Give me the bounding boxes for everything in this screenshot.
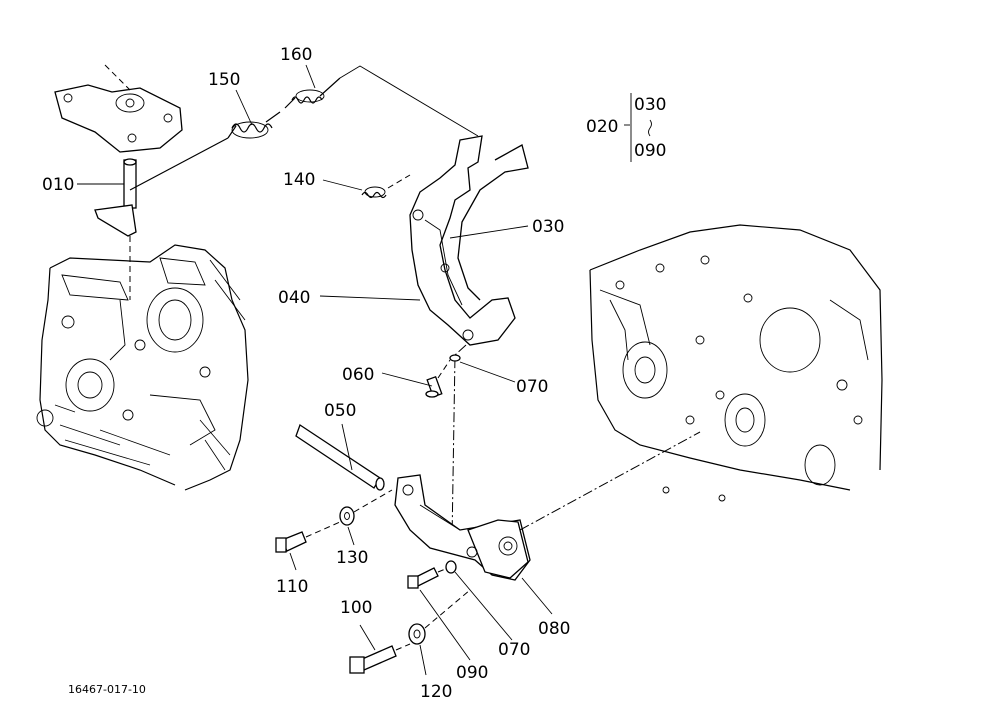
- part-090-bolt: [407, 567, 449, 589]
- part-030-040-fork-lever: [409, 135, 529, 541]
- engine-block-right: [589, 224, 883, 502]
- label-050: 050: [324, 401, 356, 421]
- part-140-small-spring: [361, 174, 411, 199]
- part-160-spring: [284, 65, 479, 137]
- part-080-housing: [394, 474, 531, 581]
- engine-block-left: [36, 244, 249, 491]
- label-150: 150: [208, 70, 240, 90]
- label-080: 080: [538, 619, 570, 639]
- label-070-upper: 070: [516, 377, 548, 397]
- part-010-lever-pin: [94, 158, 137, 300]
- part-130-washer: [339, 489, 393, 526]
- label-070-lower: 070: [498, 640, 530, 660]
- drawing-code: 16467-017-10: [68, 683, 146, 696]
- leader-lines: [77, 64, 632, 676]
- label-160: 160: [280, 45, 312, 65]
- label-010: 010: [42, 175, 74, 195]
- group-020-tilde: [648, 119, 652, 137]
- part-060-bolt: [425, 359, 451, 398]
- part-120-washer: [408, 589, 471, 645]
- alignment-line: [519, 431, 701, 531]
- part-150-spring: [129, 111, 281, 191]
- part-110-bolt: [275, 521, 341, 553]
- group-020-label: 020: [586, 117, 618, 137]
- label-130: 130: [336, 548, 368, 568]
- part-070-washer-lower: [445, 560, 457, 574]
- label-040: 040: [278, 288, 310, 308]
- top-bracket: [54, 64, 183, 153]
- label-060: 060: [342, 365, 374, 385]
- part-050-shaft: [295, 424, 385, 491]
- label-110: 110: [276, 577, 308, 597]
- group-020-member-030: 030: [634, 95, 666, 115]
- label-120: 120: [420, 682, 452, 702]
- part-070-washer-top: [449, 354, 461, 362]
- part-100-bolt: [349, 643, 411, 674]
- label-140: 140: [283, 170, 315, 190]
- label-030: 030: [532, 217, 564, 237]
- group-020-member-090: 090: [634, 141, 666, 161]
- label-100: 100: [340, 598, 372, 618]
- label-090: 090: [456, 663, 488, 683]
- group-020-key: 020 030 090: [586, 95, 666, 161]
